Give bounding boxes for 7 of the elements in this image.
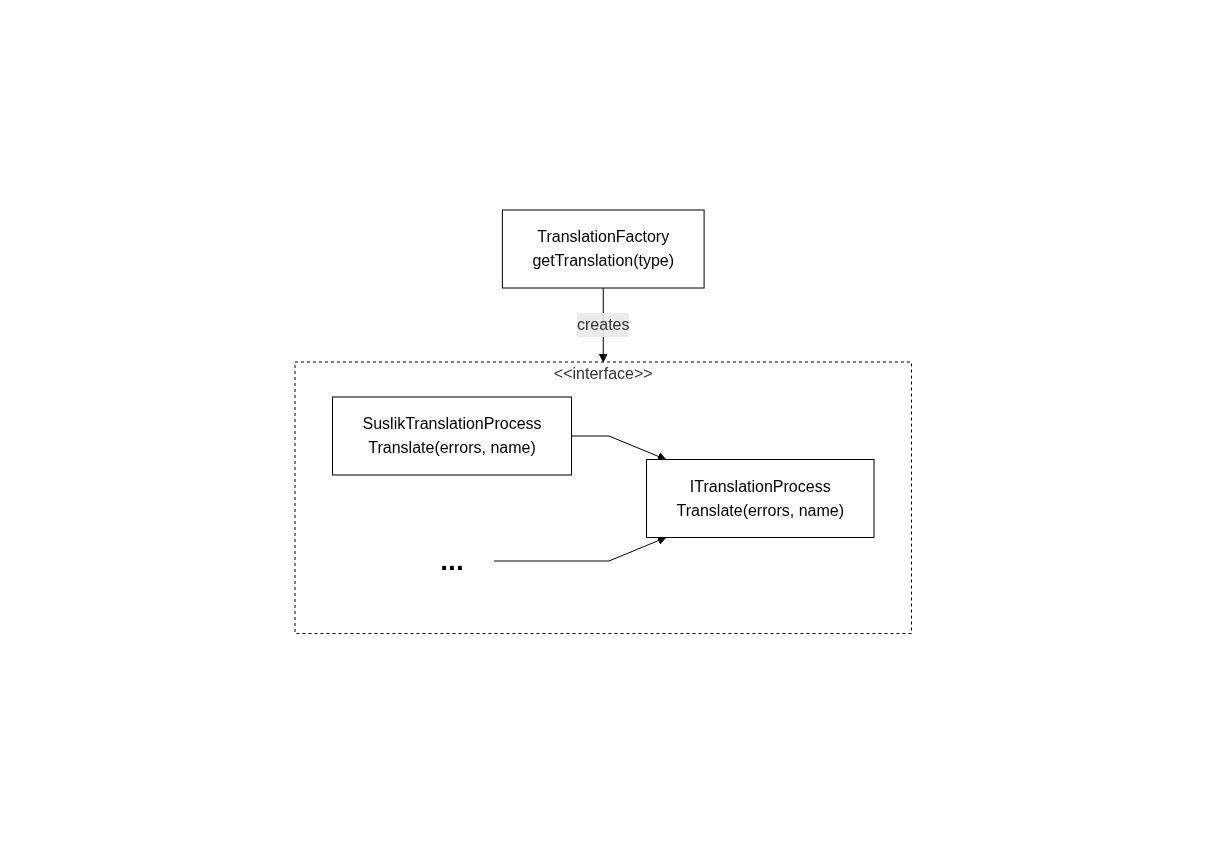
node-box: SuslikTranslationProcess Translate(errors, name) — [331, 396, 572, 476]
node-box: TranslationFactory getTranslation(type) — [501, 209, 705, 289]
node-box: ITranslationProcess Translate(errors, name) — [645, 458, 875, 538]
edge-label: creates — [576, 315, 630, 333]
arrow — [492, 536, 667, 562]
node-text: ... — [440, 544, 464, 576]
arrow — [570, 435, 667, 461]
